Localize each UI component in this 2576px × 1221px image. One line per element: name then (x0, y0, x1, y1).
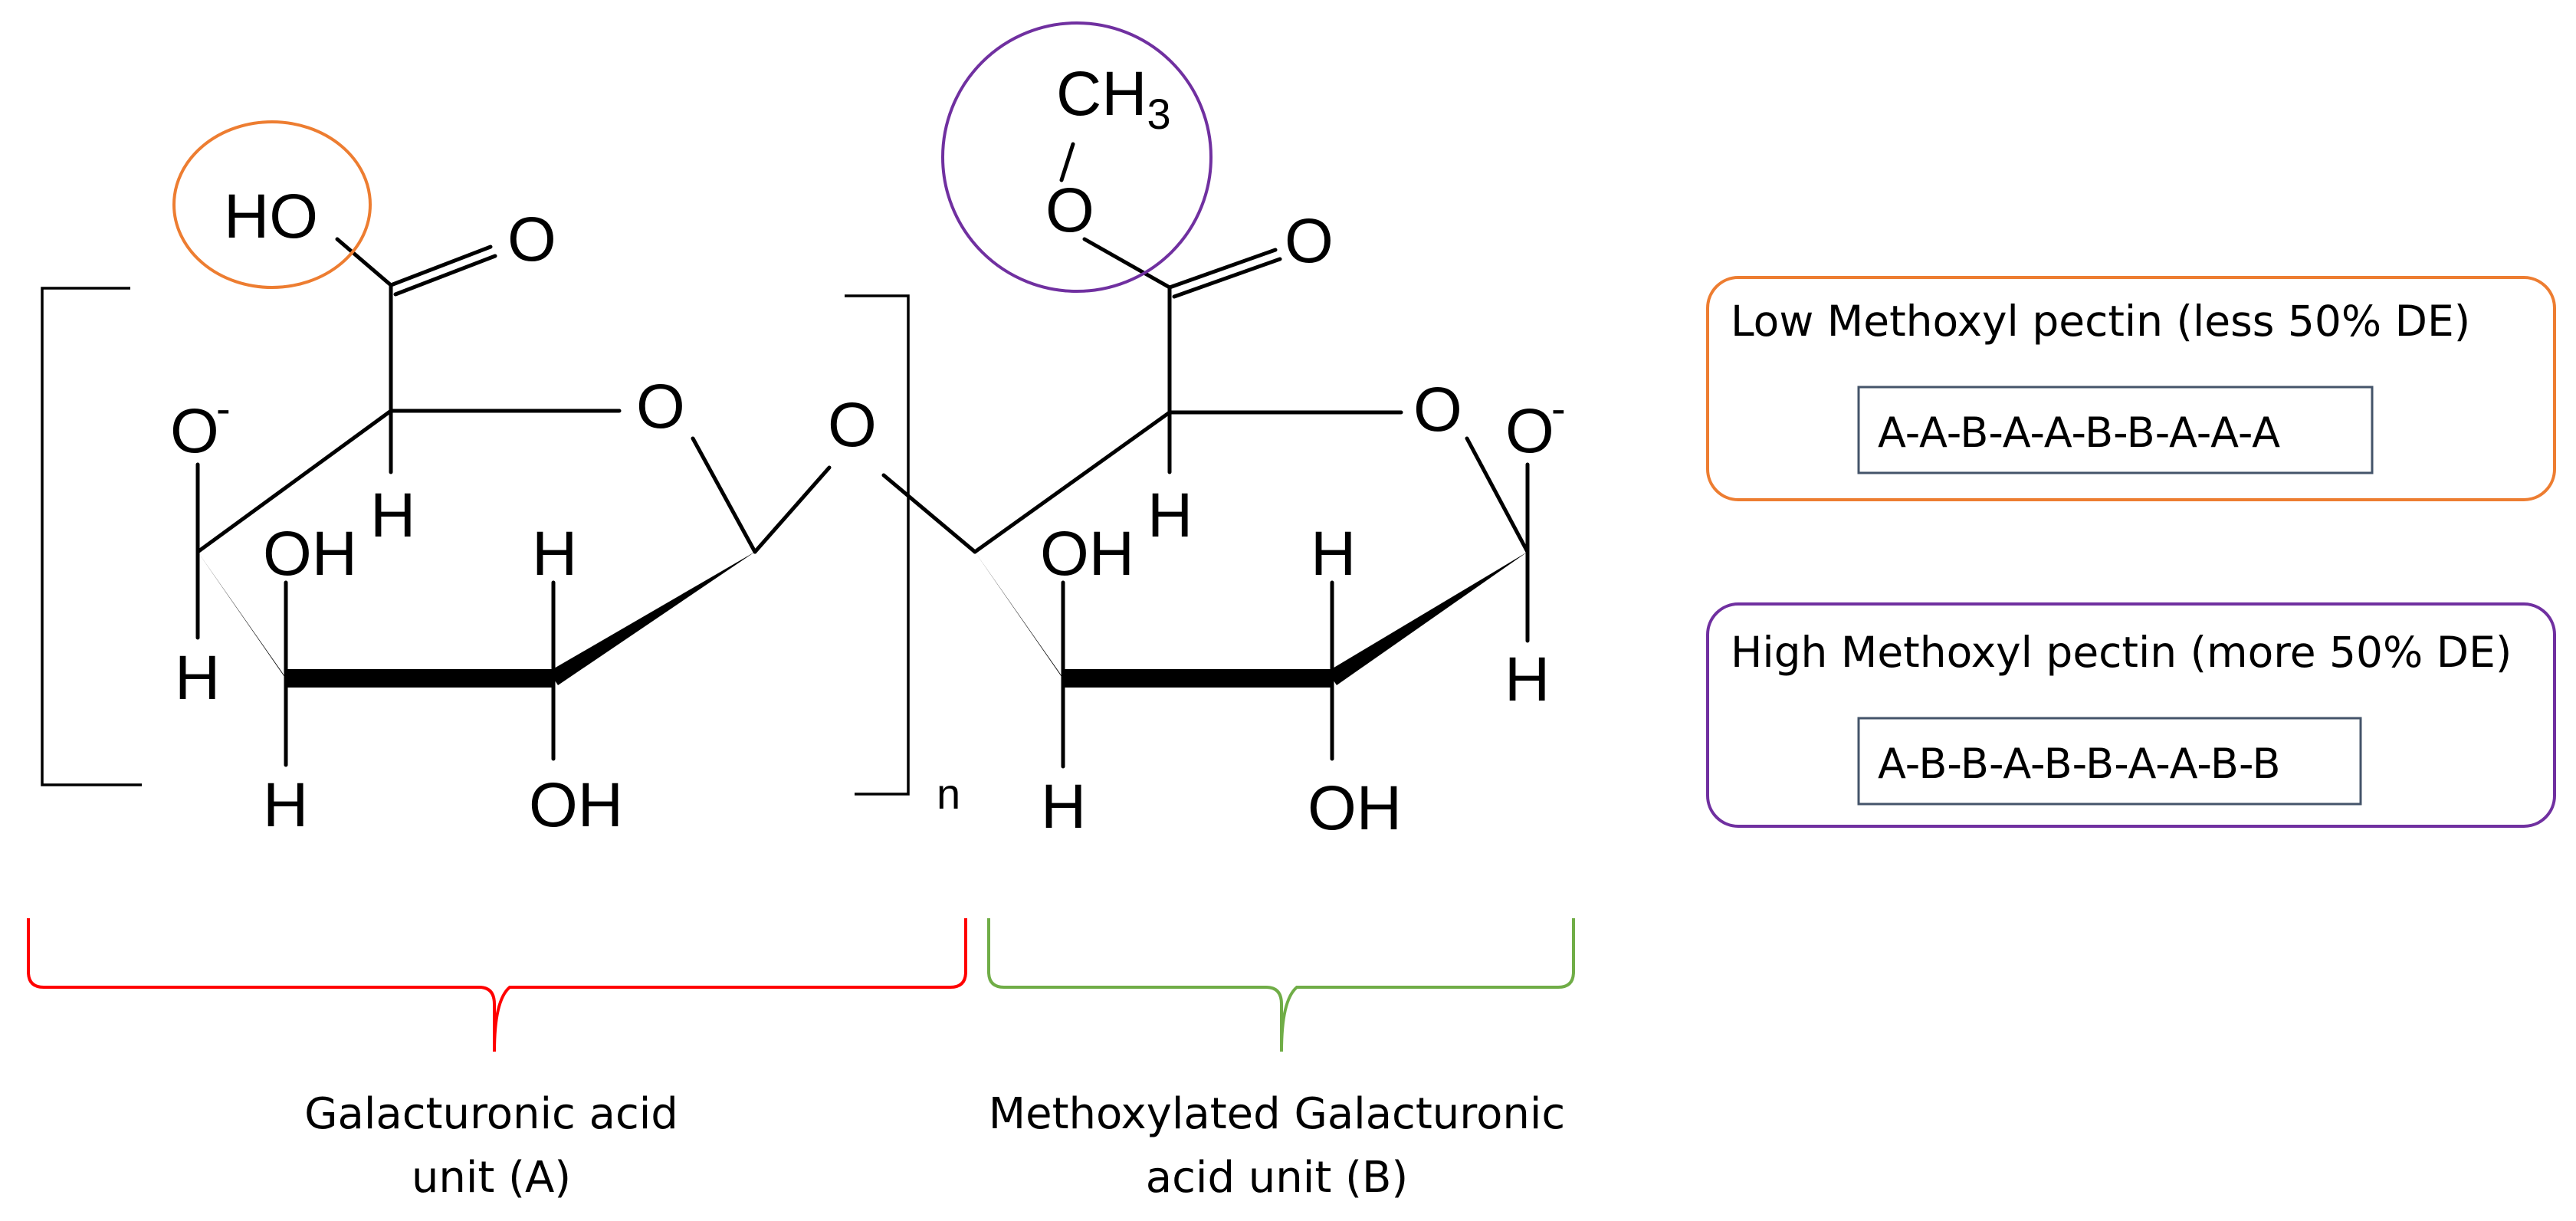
methyl-subscript: 3 (1147, 90, 1170, 138)
glycosidic-oxygen: O (828, 390, 877, 460)
unit-b-caption-line1: Methoxylated Galacturonic (989, 1089, 1565, 1139)
unit-a-carboxyl-hydroxyl: HO (224, 182, 318, 251)
low-methoxyl-legend: Low Methoxyl pectin (less 50% DE) A-A-B-… (1706, 276, 2556, 501)
high-methoxyl-sequence: A-B-B-A-B-B-A-A-B-B (1878, 740, 2281, 788)
unit-a-c3-hydrogen: H (532, 519, 577, 589)
galacturonic-acid-residue: n HO O O O O (41, 120, 960, 840)
unit-a-anomeric-charge: - (216, 384, 231, 432)
methyl-group: CH3 (1056, 59, 1171, 138)
unit-a-caption-line1: Galacturonic acid (304, 1089, 678, 1139)
unit-a-carbonyl-oxygen: O (507, 205, 556, 274)
unit-a-wedges (198, 552, 755, 688)
unit-b-c1-hydrogen: H (1505, 645, 1550, 714)
unit-a-brace (27, 918, 967, 1052)
unit-b-c3-hydroxyl: OH (1308, 773, 1402, 843)
high-methoxyl-legend: High Methoxyl pectin (more 50% DE) A-B-B… (1706, 602, 2556, 828)
unit-b-brace (987, 918, 1575, 1052)
unit-a-ring-oxygen: O (636, 372, 685, 441)
unit-b-anomeric-charge: - (1551, 384, 1566, 432)
carboxylic-acid-highlight (172, 120, 372, 289)
unit-a-c2-hydrogen: H (263, 770, 308, 840)
unit-a-anomeric-oxygen: O (170, 396, 219, 466)
unit-a-c2-hydroxyl: OH (263, 519, 357, 589)
low-methoxyl-title: Low Methoxyl pectin (less 50% DE) (1731, 297, 2470, 346)
unit-b-anomeric-oxygen: O (1505, 396, 1554, 466)
unit-a-caption-line2: unit (A) (412, 1153, 571, 1203)
unit-b-c2-hydroxyl: OH (1040, 519, 1134, 589)
unit-b-ring-oxygen: O (1413, 375, 1462, 445)
unit-a-bonds (195, 237, 832, 767)
methyl-carbon-hydrogen: CH (1056, 59, 1147, 129)
unit-b-caption-line2: acid unit (B) (1146, 1153, 1408, 1203)
unit-a-c1-hydrogen: H (175, 643, 220, 713)
repeat-subscript: n (937, 770, 960, 818)
unit-a-c4-hydrogen: H (370, 481, 415, 550)
repeat-bracket-left (41, 287, 142, 786)
methyl-ester-highlight (941, 21, 1213, 293)
unit-b-wedges (975, 552, 1528, 688)
unit-b-bonds (881, 142, 1530, 769)
low-methoxyl-sequence: A-A-B-A-A-B-B-A-A-A (1878, 409, 2280, 457)
methoxylated-galacturonic-acid-residue: CH3 O O O O - H H OH H H OH (881, 21, 1566, 843)
unit-b-carbonyl-oxygen: O (1285, 206, 1334, 276)
unit-b-ester-oxygen: O (1045, 176, 1094, 245)
high-methoxyl-sequence-box (1857, 717, 2362, 806)
repeat-bracket-right (845, 294, 910, 796)
unit-a-c3-hydroxyl: OH (529, 770, 623, 840)
low-methoxyl-sequence-box (1857, 386, 2374, 474)
high-methoxyl-title: High Methoxyl pectin (more 50% DE) (1731, 628, 2512, 677)
unit-b-c4-hydrogen: H (1147, 481, 1193, 550)
unit-b-c2-hydrogen: H (1041, 772, 1086, 842)
unit-b-c3-hydrogen: H (1311, 519, 1356, 589)
